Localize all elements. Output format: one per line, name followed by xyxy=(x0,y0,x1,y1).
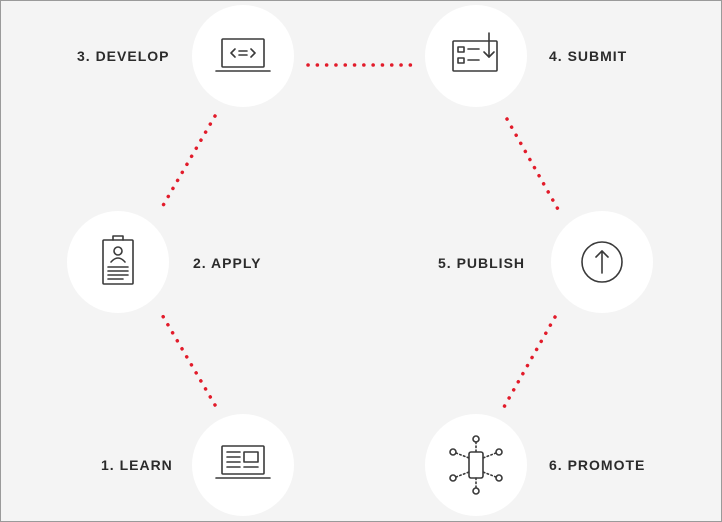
connector-apply-develop xyxy=(159,114,217,211)
publish-node xyxy=(551,211,653,313)
form-submit-icon xyxy=(452,32,498,72)
apply-node xyxy=(67,211,169,313)
laptop-code-icon xyxy=(215,38,271,72)
learn-node xyxy=(192,414,294,516)
submit-node xyxy=(425,5,527,107)
upload-arrow-icon xyxy=(581,241,623,283)
id-badge-icon xyxy=(102,235,134,285)
connector-submit-publish xyxy=(505,117,561,213)
connector-publish-promote xyxy=(502,315,557,409)
step-label-promote: 6. PROMOTE xyxy=(549,457,646,473)
develop-node xyxy=(192,5,294,107)
step-label-submit: 4. SUBMIT xyxy=(549,48,628,64)
promote-node xyxy=(425,414,527,516)
step-label-learn: 1. LEARN xyxy=(101,457,173,473)
step-label-develop: 3. DEVELOP xyxy=(77,48,170,64)
step-label-apply: 2. APPLY xyxy=(193,255,262,271)
step-label-publish: 5. PUBLISH xyxy=(438,255,526,271)
laptop-document-icon xyxy=(215,445,271,479)
phone-network-icon xyxy=(449,435,503,495)
connector-learn-apply xyxy=(159,311,217,407)
